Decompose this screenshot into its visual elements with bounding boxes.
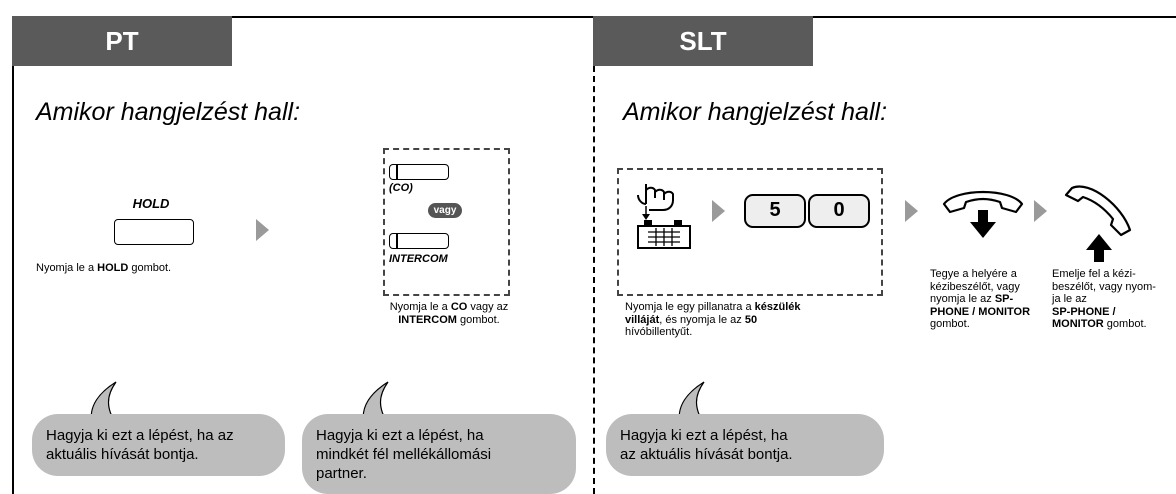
dial-key-0[interactable]: 0 [808, 194, 870, 228]
hangup-instruction: Tegye a helyére a kézibeszélőt, vagy nyo… [930, 268, 1050, 331]
bold-term: 50 [744, 313, 758, 326]
text-segment: hívóbillentyűt. [625, 326, 693, 338]
arrow-right-icon [712, 200, 725, 222]
slt-header: SLT [593, 16, 813, 66]
hold-key-label: HOLD [132, 196, 170, 211]
co-intercom-group [383, 148, 510, 296]
skip-note-bubble-3: Hagyja ki ezt a lépést, ha az aktuális h… [606, 414, 884, 476]
text-segment: Nyomja le a [36, 262, 98, 274]
flash-dial-group [617, 168, 883, 296]
flash-instruction: Nyomja le egy pillanatra a készülék vill… [625, 301, 895, 339]
bubble-tail-1 [90, 381, 117, 425]
bubble-tail-3 [678, 381, 705, 425]
text-segment: gombot. [128, 262, 172, 274]
text-segment: vagy az [470, 301, 509, 313]
pt-header: PT [12, 16, 232, 66]
dial-key-5[interactable]: 5 [744, 194, 806, 228]
or-badge: vagy [428, 203, 462, 218]
co-label: (CO) [389, 182, 413, 194]
handset-up-icon[interactable] [1060, 178, 1140, 268]
co-key-icon[interactable] [389, 164, 449, 180]
handset-down-icon[interactable] [938, 182, 1028, 242]
frame-left-border [12, 16, 14, 494]
bold-term: HOLD [97, 262, 129, 274]
arrow-right-icon [905, 200, 918, 222]
text-segment: gombot. [1103, 318, 1147, 330]
bold-term: CO [450, 301, 468, 313]
text-segment: gombot. [930, 318, 970, 330]
hold-key-icon[interactable] [114, 219, 194, 245]
arrow-right-icon [256, 219, 269, 241]
pt-heading: Amikor hangjelzést hall: [36, 98, 301, 126]
text-segment: Emelje fel a kézi- beszélőt, vagy nyom- … [1052, 268, 1156, 305]
bold-term: SP- PHONE / MONITOR [930, 293, 1031, 318]
bold-term: SP-PHONE / MONITOR [1052, 305, 1116, 331]
text-segment: , és nyomja le az [659, 313, 745, 326]
bold-term: INTERCOM [398, 313, 457, 326]
bubble-tail-2 [362, 381, 389, 425]
skip-note-bubble-2: Hagyja ki ezt a lépést, ha mindkét fél m… [302, 414, 576, 494]
text-segment: gombot. [456, 313, 500, 326]
arrow-right-icon [1034, 200, 1047, 222]
text-segment: Tegye a helyére a kézibeszélőt, vagy nyo… [930, 268, 1020, 305]
intercom-label: INTERCOM [389, 253, 448, 265]
section-divider [593, 66, 595, 494]
offhook-instruction: Emelje fel a kézi- beszélőt, vagy nyom- … [1052, 268, 1174, 331]
intercom-key-icon[interactable] [389, 233, 449, 249]
slt-heading: Amikor hangjelzést hall: [623, 98, 888, 126]
hold-instruction: Nyomja le a HOLD gombot. [36, 262, 276, 275]
text-segment: Nyomja le a [389, 301, 451, 313]
co-intercom-instruction: Nyomja le a CO vagy az INTERCOM gombot. [354, 301, 544, 326]
text-segment: Nyomja le egy pillanatra a [625, 301, 755, 313]
bold-term: készülék villáját [625, 301, 801, 326]
hand-press-hookswitch-icon[interactable] [634, 182, 704, 250]
skip-note-bubble-1: Hagyja ki ezt a lépést, ha az aktuális h… [32, 414, 285, 476]
